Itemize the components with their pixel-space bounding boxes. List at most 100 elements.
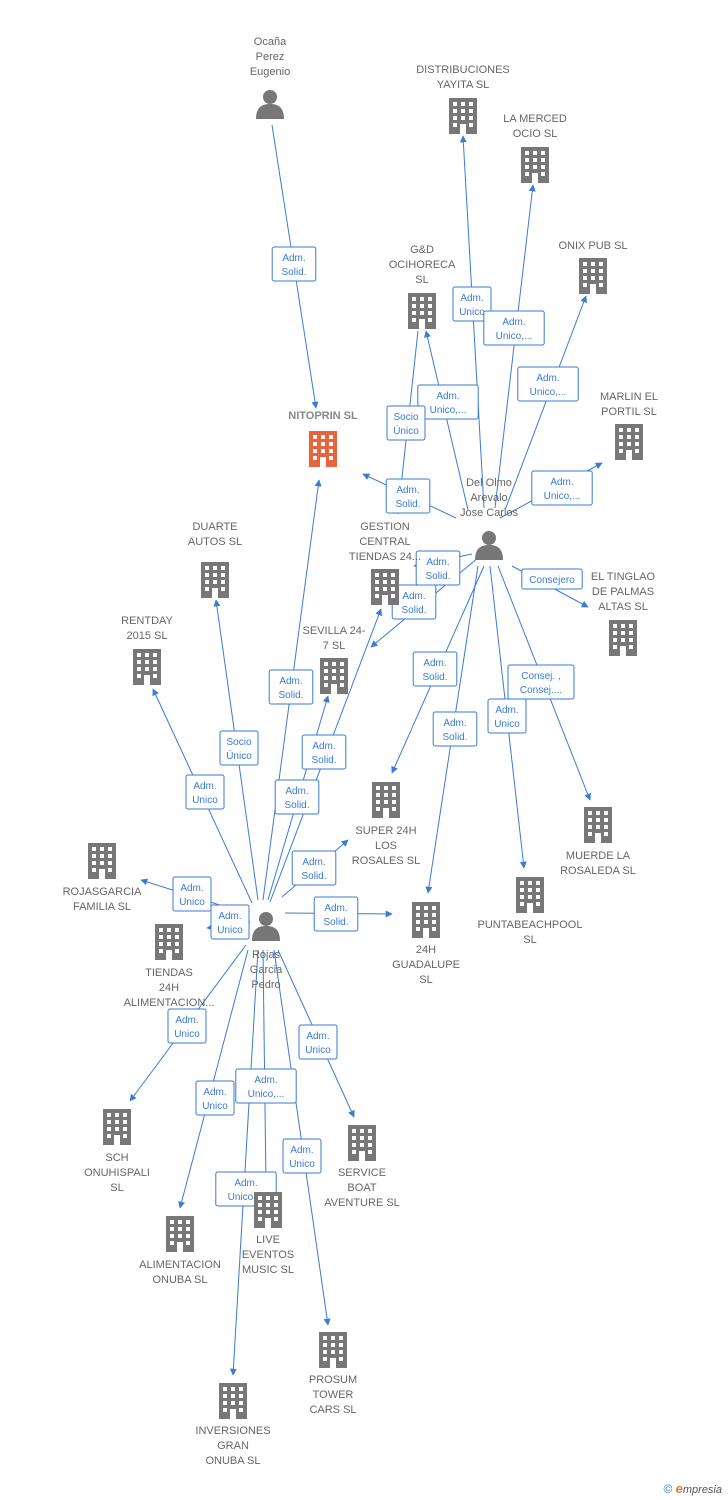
edge-label-text: Unico,... (496, 331, 533, 342)
edge-label: Adm.Unico (210, 904, 250, 940)
company-node[interactable]: SEVILLA 24-7 SL (303, 625, 366, 694)
edge-line (494, 184, 536, 509)
edge-label-text: Adm. (396, 485, 419, 496)
edge-label-text: Unico (192, 795, 218, 806)
node-label: SL (523, 934, 536, 946)
node-label: Perez (256, 51, 285, 63)
node-label: Garcia (250, 964, 283, 976)
edge-label: Adm.Unico,... (235, 1068, 297, 1104)
edge-label: Consej. ,Consej.... (507, 664, 575, 700)
edge-label-text: Solid. (323, 917, 348, 928)
edge-label-box (531, 470, 593, 506)
node-label: Eugenio (250, 66, 290, 78)
edge-label-text: Adm. (193, 781, 216, 792)
building-icon (372, 782, 400, 818)
edge-label-text: Unico (217, 925, 243, 936)
edge-label: Adm.Unico (487, 698, 527, 734)
company-node[interactable]: NITOPRIN SL (288, 410, 358, 467)
edge-label: Adm. Solid. (313, 896, 359, 932)
edge-label-text: Solid. (395, 499, 420, 510)
edge-line (178, 949, 249, 1209)
edge-label-text: Solid. (311, 755, 336, 766)
edge-label: Adm.Unico,... (417, 384, 479, 420)
edge-label-text: Adm. (290, 1145, 313, 1156)
edge-label-box (291, 850, 337, 886)
node-label: SEVILLA 24- (303, 625, 366, 637)
edge-label-text: Único (393, 424, 419, 437)
node-label: YAYITA SL (437, 79, 490, 91)
edge-line (273, 949, 331, 1326)
node-label: MUSIC SL (242, 1264, 294, 1276)
node-label: SERVICE (338, 1167, 386, 1179)
edge-label: Adm.Solid. (271, 246, 317, 282)
edge-label-text: Solid. (442, 732, 467, 743)
edge-label-box (507, 664, 575, 700)
edge-label-text: Adm. (402, 591, 425, 602)
building-icon (449, 98, 477, 134)
node-label: ONUBA SL (205, 1455, 260, 1467)
edge-label-box (313, 896, 359, 932)
node-label: CARS SL (309, 1404, 356, 1416)
edge-label-text: Adm. (324, 903, 347, 914)
edge-label: Consejero (521, 568, 583, 590)
building-icon (103, 1109, 131, 1145)
building-icon (166, 1216, 194, 1252)
node-label: INVERSIONES (195, 1425, 270, 1437)
node-label: LA MERCED (503, 113, 567, 125)
edge-label-box (452, 286, 492, 322)
node-label: BOAT (347, 1182, 376, 1194)
node-label: EVENTOS (242, 1249, 294, 1261)
edge-label-text: Adm. (436, 391, 459, 402)
person-icon (256, 90, 284, 119)
node-label: ONIX PUB SL (558, 240, 627, 252)
edge-label-box (483, 310, 545, 346)
edge-label-text: Adm. (203, 1087, 226, 1098)
node-label: AUTOS SL (188, 536, 242, 548)
edge-label-text: Unico (459, 307, 485, 318)
edge-label-box (282, 1138, 322, 1174)
edge-label: Adm.Unico (452, 286, 492, 322)
edge-label-box (210, 904, 250, 940)
building-icon (88, 843, 116, 879)
node-label: ROJASGARCIA (63, 886, 143, 898)
node-label: PORTIL SL (601, 406, 657, 418)
edge-label-box (185, 774, 225, 810)
edge-label-box (412, 651, 458, 687)
edge-label-text: Socio (226, 737, 251, 748)
node-label: Pedro (251, 979, 280, 991)
edge-label: Adm.Unico (172, 876, 212, 912)
node-label: SL (419, 974, 432, 986)
company-node[interactable]: TIENDAS24HALIMENTACION... (124, 924, 215, 1009)
edge-label: Adm.Unico (167, 1008, 207, 1044)
edge-label-box (432, 711, 478, 747)
brand-initial: e (675, 1481, 683, 1496)
company-node[interactable]: ONIX PUB SL (558, 240, 628, 294)
node-label: Ocaña (254, 36, 287, 48)
edge-line (262, 949, 270, 1186)
